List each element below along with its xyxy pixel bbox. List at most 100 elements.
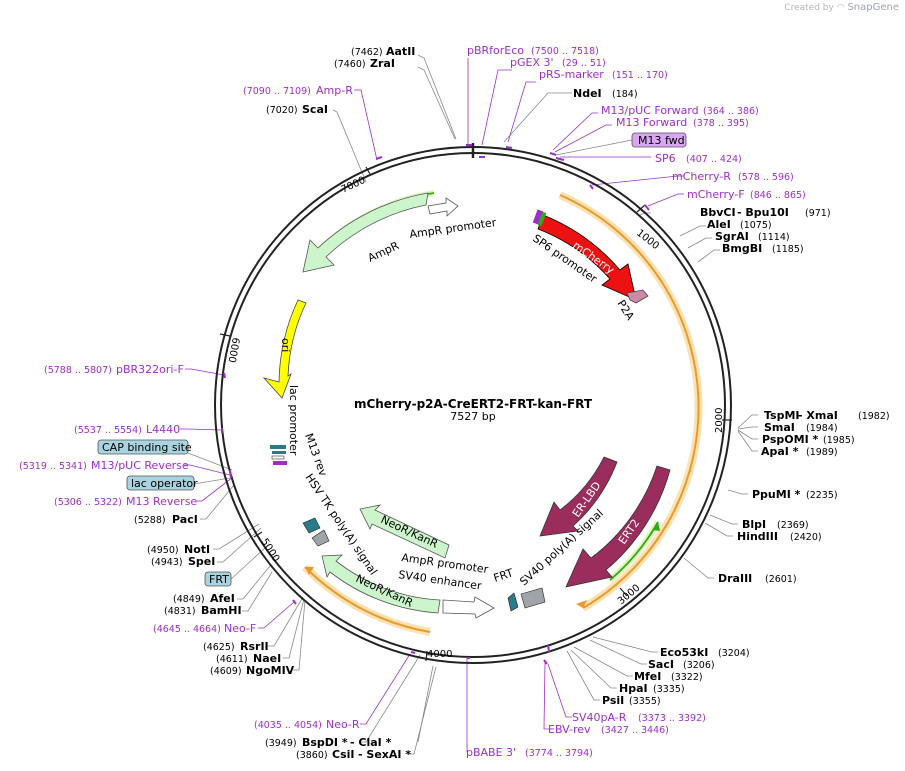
site-smai[interactable]: SmaI bbox=[764, 421, 795, 434]
site-zrai[interactable]: ZraI bbox=[370, 57, 395, 70]
ampr-label: AmpR bbox=[366, 239, 402, 265]
site-ngomiv[interactable]: NgoMIV bbox=[246, 664, 295, 677]
site-bspdi[interactable]: BspDI * bbox=[302, 736, 348, 749]
primer-l4440[interactable]: L4440 bbox=[146, 423, 180, 436]
sites-right: NdeI (184) BbvCI - Bpu10I (971) AleI (10… bbox=[573, 87, 890, 707]
primer-pbabe3[interactable]: pBABE 3' bbox=[466, 746, 516, 759]
primer-connector-lines bbox=[180, 58, 684, 752]
ampr-promoter-feature[interactable] bbox=[427, 197, 459, 217]
primer-m13-forward[interactable]: M13 Forward bbox=[616, 116, 687, 129]
primer-m13puc-forward[interactable]: M13/pUC Forward bbox=[601, 104, 699, 117]
primer-sp6[interactable]: SP6 bbox=[655, 152, 676, 165]
cap-site-mark bbox=[270, 445, 286, 449]
svg-text:(4831): (4831) bbox=[164, 606, 196, 617]
primer-ebv-rev[interactable]: EBV-rev bbox=[548, 723, 591, 736]
site-bmgbi[interactable]: BmgBI bbox=[722, 242, 762, 255]
sv40-polya-feature[interactable] bbox=[520, 587, 546, 609]
primer-neo-f[interactable]: Neo-F bbox=[224, 622, 256, 635]
svg-text:(2601): (2601) bbox=[765, 574, 797, 585]
primer-neo-r[interactable]: Neo-R bbox=[326, 718, 360, 731]
ampr-feature[interactable] bbox=[302, 192, 429, 273]
site-bbvci[interactable]: BbvCI bbox=[700, 206, 736, 219]
connector-lines bbox=[200, 54, 758, 755]
svg-text:(7090 .. 7109): (7090 .. 7109) bbox=[243, 86, 311, 97]
primer-pbr322ori-f[interactable]: pBR322ori-F bbox=[116, 363, 184, 376]
site-spei[interactable]: SpeI bbox=[188, 555, 215, 568]
svg-text:(5319 .. 5341): (5319 .. 5341) bbox=[19, 461, 87, 472]
svg-text:(3206): (3206) bbox=[683, 660, 715, 671]
site-hpai[interactable]: HpaI bbox=[619, 682, 648, 695]
site-csii[interactable]: CsiI bbox=[332, 748, 354, 761]
primer-mcherry-f[interactable]: mCherry-F bbox=[687, 188, 745, 201]
site-alei[interactable]: AleI bbox=[707, 218, 731, 231]
site-sgrai[interactable]: SgrAI bbox=[715, 230, 749, 243]
site-afei[interactable]: AfeI bbox=[210, 592, 235, 605]
m13-fwd-box[interactable]: M13 fwd bbox=[638, 134, 685, 147]
primer-pbrforeco[interactable]: pBRforEco bbox=[467, 44, 524, 57]
site-hindiii[interactable]: HindIII bbox=[737, 530, 778, 543]
site-psii[interactable]: PsiI bbox=[602, 694, 624, 707]
svg-text:(1989): (1989) bbox=[806, 447, 838, 458]
svg-text:(29 .. 51): (29 .. 51) bbox=[562, 58, 606, 69]
site-eco53ki[interactable]: Eco53kI bbox=[660, 646, 708, 659]
ori-feature[interactable] bbox=[262, 299, 307, 399]
svg-text:(1984): (1984) bbox=[806, 423, 838, 434]
tick-label-4000: 4000 bbox=[427, 649, 452, 660]
frt-feature[interactable] bbox=[507, 592, 519, 612]
ampr-promoter-label: AmpR promoter bbox=[409, 216, 498, 241]
site-rsrii[interactable]: RsrII bbox=[240, 640, 269, 653]
neokanr-feature-1[interactable] bbox=[359, 504, 450, 559]
primer-sv40pa-r[interactable]: SV40pA-R bbox=[572, 711, 627, 724]
primer-amp-r[interactable]: Amp-R bbox=[316, 84, 353, 97]
credit-prefix: Created by bbox=[784, 3, 834, 13]
cap-binding-site-box[interactable]: CAP binding site bbox=[102, 441, 192, 454]
snapgene-logo-icon: ◠ bbox=[836, 3, 845, 13]
svg-text:(378 .. 395): (378 .. 395) bbox=[693, 118, 749, 129]
site-bamhi[interactable]: BamHI bbox=[201, 604, 242, 617]
tick-label-6000: 6000 bbox=[226, 336, 241, 363]
svg-text:- Bpu10I: - Bpu10I bbox=[737, 206, 789, 219]
frt-box[interactable]: FRT bbox=[209, 573, 229, 586]
site-aatii[interactable]: AatII bbox=[386, 45, 415, 58]
site-pspomi[interactable]: PspOMI * bbox=[762, 433, 819, 446]
site-ppumi[interactable]: PpuMI * bbox=[752, 488, 801, 501]
primer-mcherry-r[interactable]: mCherry-R bbox=[672, 170, 731, 183]
primer-m13-reverse[interactable]: M13 Reverse bbox=[126, 495, 197, 508]
svg-text:(184): (184) bbox=[612, 89, 638, 100]
primer-prs-marker[interactable]: pRS-marker bbox=[539, 68, 604, 81]
frt-label: FRT bbox=[492, 566, 515, 585]
svg-text:(3427 .. 3446): (3427 .. 3446) bbox=[601, 725, 669, 736]
svg-text:(4849): (4849) bbox=[173, 594, 205, 605]
site-noti[interactable]: NotI bbox=[184, 543, 210, 556]
site-tspmi[interactable]: TspMI bbox=[764, 409, 800, 422]
ampr-promoter-feature-2[interactable] bbox=[442, 596, 495, 619]
primer-pgex3[interactable]: pGEX 3' bbox=[510, 56, 554, 69]
svg-text:(2235): (2235) bbox=[806, 490, 838, 501]
site-ndei[interactable]: NdeI bbox=[573, 87, 602, 100]
site-mfei[interactable]: MfeI bbox=[634, 670, 661, 683]
plasmid-length: 7527 bp bbox=[450, 410, 495, 423]
svg-text:(4625): (4625) bbox=[203, 642, 235, 653]
site-naei[interactable]: NaeI bbox=[253, 652, 281, 665]
site-blpi[interactable]: BlpI bbox=[742, 518, 766, 531]
site-saci[interactable]: SacI bbox=[648, 658, 674, 671]
primer-labels: pBRforEco (7500 .. 7518) pGEX 3' (29 .. … bbox=[19, 44, 806, 759]
primer-m13puc-reverse[interactable]: M13/pUC Reverse bbox=[91, 459, 189, 472]
tick-label-2000: 2000 bbox=[714, 408, 725, 433]
svg-text:- ClaI *: - ClaI * bbox=[350, 736, 392, 749]
tick-label-7000: 7000 bbox=[340, 175, 368, 196]
svg-text:(3355): (3355) bbox=[629, 696, 661, 707]
lac-operator-box[interactable]: lac operator bbox=[131, 477, 198, 490]
lac-promoter-label: lac promoter bbox=[287, 385, 300, 456]
er-lbd-feature[interactable] bbox=[539, 456, 618, 537]
svg-text:(4943): (4943) bbox=[151, 557, 183, 568]
neokanr-feature-2[interactable] bbox=[321, 554, 441, 614]
site-draiii[interactable]: DraIII bbox=[718, 572, 752, 585]
site-scai[interactable]: ScaI bbox=[302, 103, 328, 116]
site-apai[interactable]: ApaI * bbox=[761, 445, 799, 458]
svg-text:(3335): (3335) bbox=[653, 684, 685, 695]
site-paci[interactable]: PacI bbox=[172, 513, 198, 526]
p2a-feature[interactable] bbox=[626, 289, 649, 304]
ert2-feature[interactable] bbox=[565, 465, 671, 588]
